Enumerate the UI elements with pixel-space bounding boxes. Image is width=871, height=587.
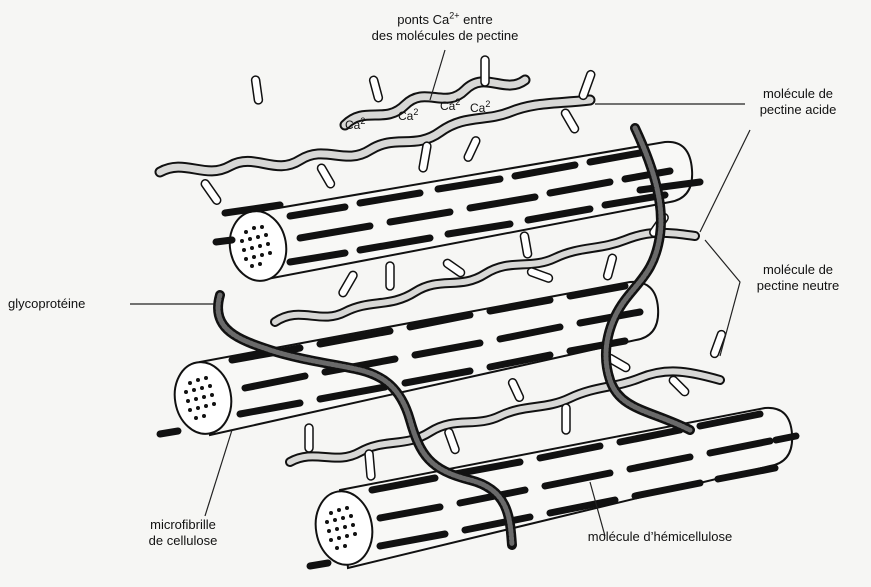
- ca-ion-label: Ca2: [470, 100, 490, 116]
- label-glycoprotein: glycoprotéine: [8, 296, 85, 312]
- ca-ion-label: Ca2: [345, 117, 365, 133]
- label-neutral-pectin: molécule de pectine neutre: [738, 262, 858, 294]
- label-calcium-bridges: ponts Ca2+ entre des molécules de pectin…: [350, 12, 540, 44]
- label-cellulose-microfibril: microfibrille de cellulose: [118, 517, 248, 549]
- cellulose-microfibril-3: [310, 408, 796, 569]
- ca-ion-label: Ca2: [398, 108, 418, 124]
- label-acid-pectin: molécule de pectine acide: [738, 86, 858, 118]
- label-hemicellulose: molécule d’hémicellulose: [560, 529, 760, 545]
- ca-ion-label: Ca2: [440, 98, 460, 114]
